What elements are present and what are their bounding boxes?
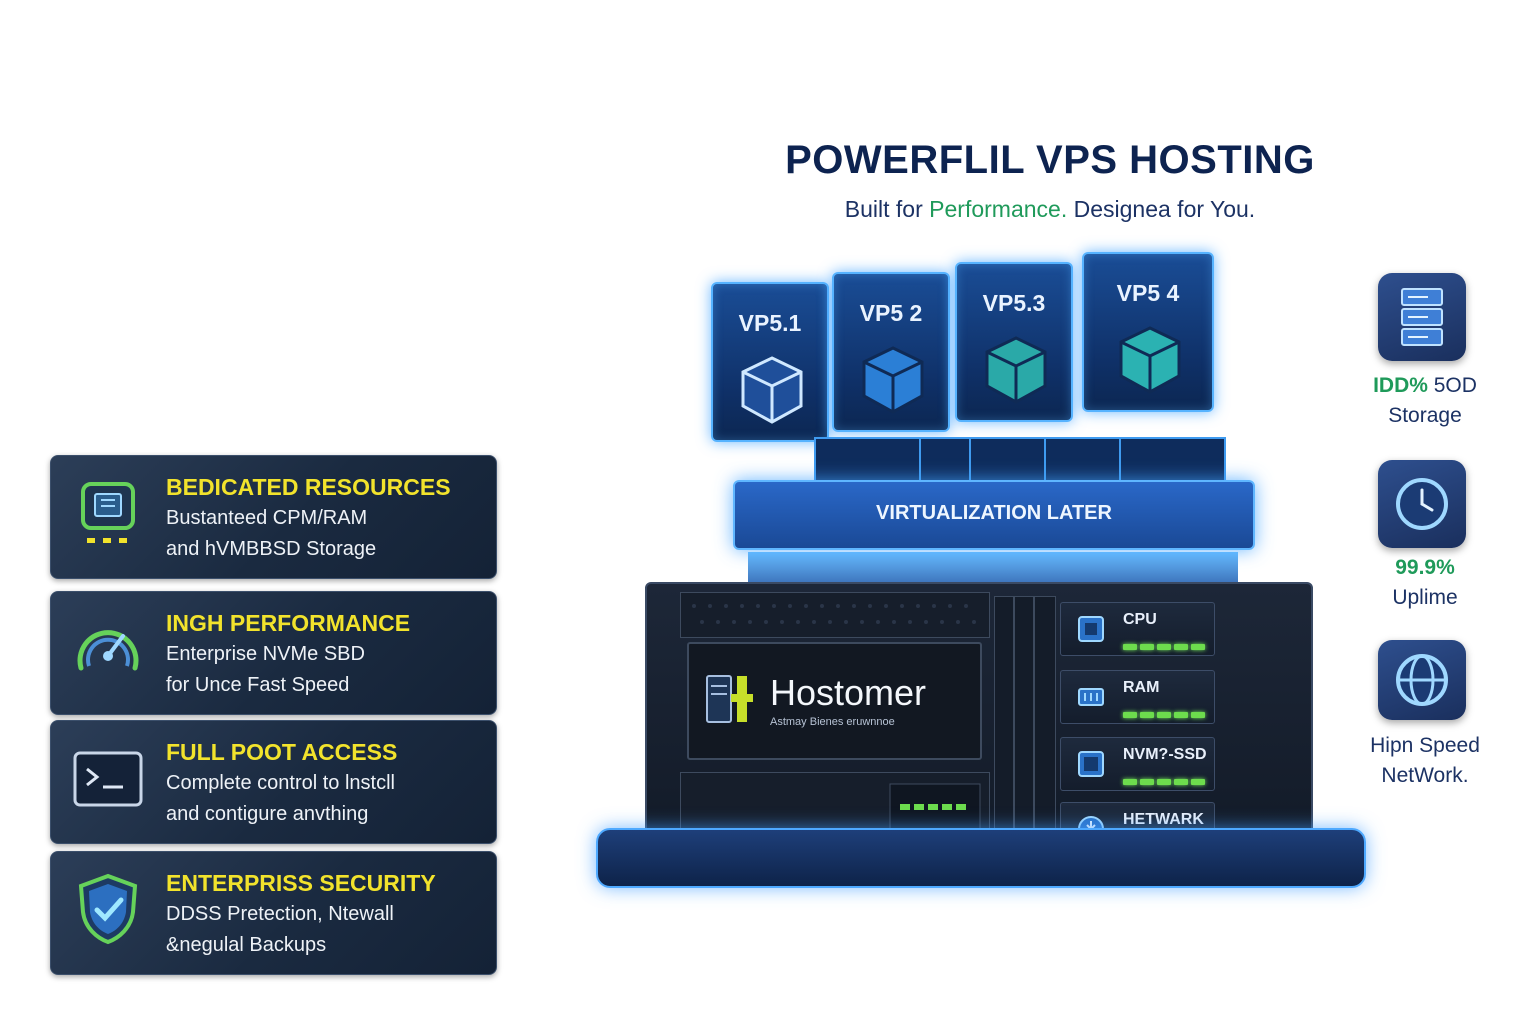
ssd-module-icon xyxy=(1078,751,1104,777)
shield-check-icon xyxy=(78,873,138,945)
subtitle-pre: Built for xyxy=(844,196,930,222)
feature-card-high-performance: INGH PERFORMANCE Enterprise NVMe SBD for… xyxy=(50,591,497,715)
module-ram: RAM xyxy=(1060,670,1215,724)
server-glow xyxy=(748,552,1238,582)
vps-box: VP5 2 xyxy=(832,272,950,432)
stat-badge-network xyxy=(1378,640,1466,720)
vps-box: VP5.3 xyxy=(955,262,1073,422)
globe-icon xyxy=(1396,654,1448,706)
feature-card-full-root-access: FULL POOT ACCESS Complete control to lns… xyxy=(50,720,497,844)
subtitle-accent: Performance. xyxy=(929,196,1068,222)
feature-description: and contigure anvthing xyxy=(166,803,369,825)
feature-title: FULL POOT ACCESS xyxy=(166,739,398,765)
feature-card-dedicated-resources: BEDICATED RESOURCES Bustanteed CPM/RAM a… xyxy=(50,455,497,579)
server-base-plate xyxy=(596,828,1366,888)
speedometer-icon xyxy=(77,630,139,671)
module-label: HETWARK xyxy=(1123,811,1204,828)
stat-label-network: Hipn Speed NetWork. xyxy=(1340,731,1510,791)
stat-text: Storage xyxy=(1388,404,1462,427)
clock-icon xyxy=(1396,478,1448,530)
feature-description: for Unce Fast Speed xyxy=(166,674,350,696)
vps-label: VP5 2 xyxy=(859,300,923,326)
feature-description: Bustanteed CPM/RAM xyxy=(166,507,368,529)
stat-text: 5OD xyxy=(1427,374,1477,397)
module-cpu: CPU xyxy=(1060,602,1215,656)
vps-box: VP5.1 xyxy=(711,282,829,442)
cube-icon xyxy=(1119,326,1181,394)
module-nvme-ssd: NVM?-SSD xyxy=(1060,737,1215,791)
ram-module-icon xyxy=(1078,688,1104,706)
stat-accent: 99.9% xyxy=(1395,556,1455,579)
cube-icon xyxy=(985,336,1047,404)
hostomer-logo-icon xyxy=(706,675,753,723)
module-leds xyxy=(1123,635,1208,654)
terminal-icon xyxy=(73,751,143,807)
feature-description: Complete control to lnstcll xyxy=(166,772,395,794)
stat-label-uptime: 99.9% Uplime xyxy=(1340,553,1510,613)
vps-label: VP5 4 xyxy=(1116,280,1180,306)
stat-accent: IDD% xyxy=(1373,374,1428,397)
virtualization-label: VIRTUALIZATION LATER xyxy=(876,502,1112,524)
vps-box: VP5 4 xyxy=(1082,252,1214,412)
cpu-module-icon xyxy=(1078,616,1104,642)
virtualization-layer: VIRTUALIZATION LATER xyxy=(733,480,1255,550)
brand-tagline: Astmay Bienes eruwnnoe xyxy=(770,716,895,728)
feature-title: ENTERPRISS SECURITY xyxy=(166,870,436,896)
module-label: NVM?-SSD xyxy=(1123,746,1207,763)
stat-badge-storage xyxy=(1378,273,1466,361)
vps-connectors xyxy=(814,437,1226,483)
stat-badge-uptime xyxy=(1378,460,1466,548)
stat-label-storage: IDD% 5OD Storage xyxy=(1340,371,1510,431)
brand-panel: Hostomer Astmay Bienes eruwnnoe xyxy=(687,642,982,760)
feature-description: DDSS Pretection, Ntewall xyxy=(166,903,394,925)
module-leds xyxy=(1123,703,1208,722)
cpu-chip-icon xyxy=(81,482,135,543)
stat-text: NetWork. xyxy=(1381,764,1469,787)
brand-name: Hostomer xyxy=(770,672,927,713)
drive-bays xyxy=(994,596,1056,854)
stat-text: Uplime xyxy=(1392,586,1458,609)
vps-label: VP5.3 xyxy=(982,290,1046,316)
module-label: RAM xyxy=(1123,679,1160,696)
vent-grille xyxy=(680,592,990,638)
feature-card-enterprise-security: ENTERPRISS SECURITY DDSS Pretection, Nte… xyxy=(50,851,497,975)
module-leds xyxy=(1123,770,1208,789)
cube-icon xyxy=(862,346,924,414)
page-subtitle: Built for Performance. Designea for You. xyxy=(760,196,1340,223)
feature-title: INGH PERFORMANCE xyxy=(166,610,411,636)
subtitle-post: Designea for You. xyxy=(1067,196,1256,222)
page-title: POWERFLIL VPS HOSTING xyxy=(785,138,1315,182)
module-label: CPU xyxy=(1123,611,1157,628)
feature-description: &negulal Backups xyxy=(166,934,327,956)
vps-label: VP5.1 xyxy=(738,310,802,336)
feature-description: and hVMBBSD Storage xyxy=(166,538,377,560)
server-stack-icon xyxy=(1401,288,1443,346)
feature-title: BEDICATED RESOURCES xyxy=(166,474,451,500)
stat-text: Hipn Speed xyxy=(1370,734,1480,757)
cube-icon xyxy=(741,356,803,424)
feature-description: Enterprise NVMe SBD xyxy=(166,643,365,665)
